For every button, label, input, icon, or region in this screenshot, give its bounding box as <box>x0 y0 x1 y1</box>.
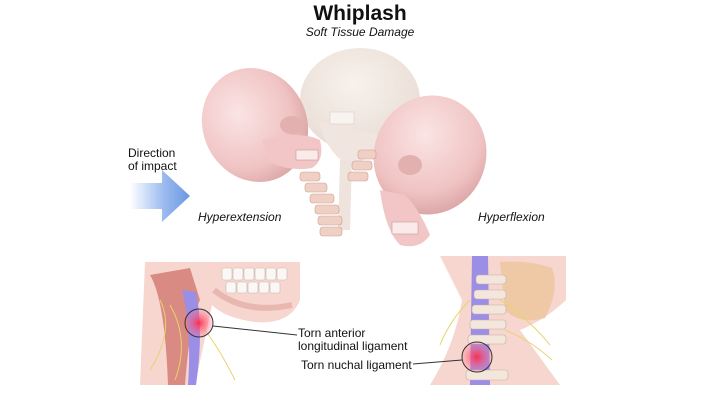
torn-anterior-label-line1: Torn anterior <box>298 326 366 340</box>
diagram-title: Whiplash <box>313 2 407 25</box>
skull-hyperextension <box>201 68 343 237</box>
skull-hyperflexion <box>347 95 487 247</box>
impact-arrow <box>130 170 190 222</box>
hyperflexion-label: Hyperflexion <box>478 210 545 224</box>
impact-label-line2: of impact <box>128 159 177 173</box>
impact-label-line1: Direction <box>128 146 176 160</box>
hyperextension-label: Hyperextension <box>198 210 282 224</box>
torn-anterior-label-line2: longitudinal ligament <box>298 339 408 353</box>
neck-panel-anterior <box>140 262 300 385</box>
neck-panel-posterior <box>412 256 566 385</box>
torn-nuchal-label: Torn nuchal ligament <box>301 358 412 372</box>
diagram-subtitle: Soft Tissue Damage <box>305 25 415 39</box>
